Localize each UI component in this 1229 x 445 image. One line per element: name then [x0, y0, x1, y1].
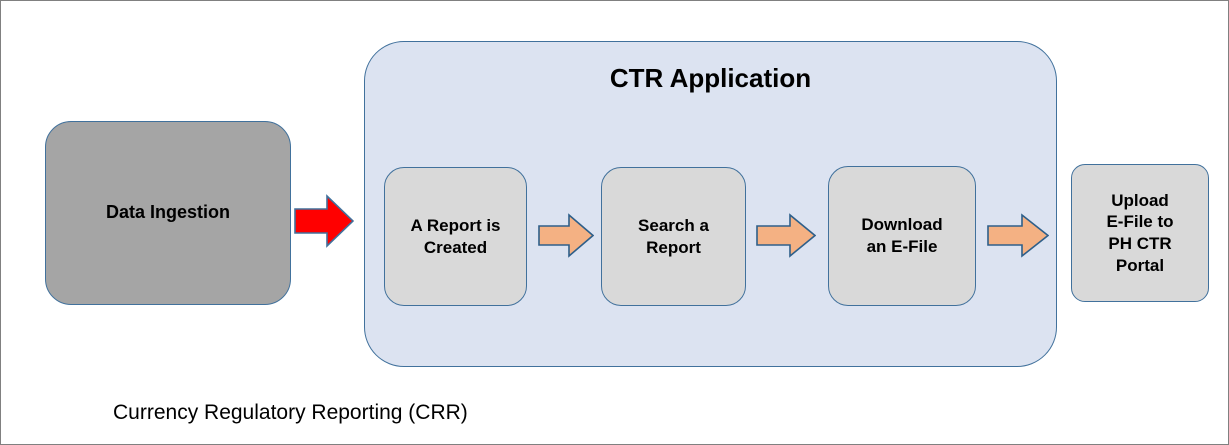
node-upload-portal: Upload E-File to PH CTR Portal — [1071, 164, 1209, 302]
node-data-ingestion-label: Data Ingestion — [105, 202, 230, 223]
node-report-created: A Report is Created — [384, 167, 527, 306]
node-download-efile-label: Download an E-File — [861, 215, 943, 256]
node-search-report-label: Search a Report — [638, 215, 709, 257]
node-download-efile: Download an E-File — [828, 166, 976, 306]
node-search-report: Search a Report — [601, 167, 746, 306]
node-upload-portal-label: Upload E-File to PH CTR Portal — [1106, 190, 1174, 275]
diagram-caption: Currency Regulatory Reporting (CRR) — [113, 401, 468, 424]
container-ctr-application-title: CTR Application — [609, 63, 812, 93]
arrow-right-orange-3-icon — [987, 213, 1049, 258]
node-data-ingestion: Data Ingestion — [45, 121, 291, 305]
node-report-created-label: A Report is Created — [410, 215, 501, 257]
arrow-right-orange-2-icon — [756, 213, 816, 258]
arrow-right-red-icon — [294, 194, 354, 248]
arrow-right-orange-1-icon — [538, 213, 594, 258]
